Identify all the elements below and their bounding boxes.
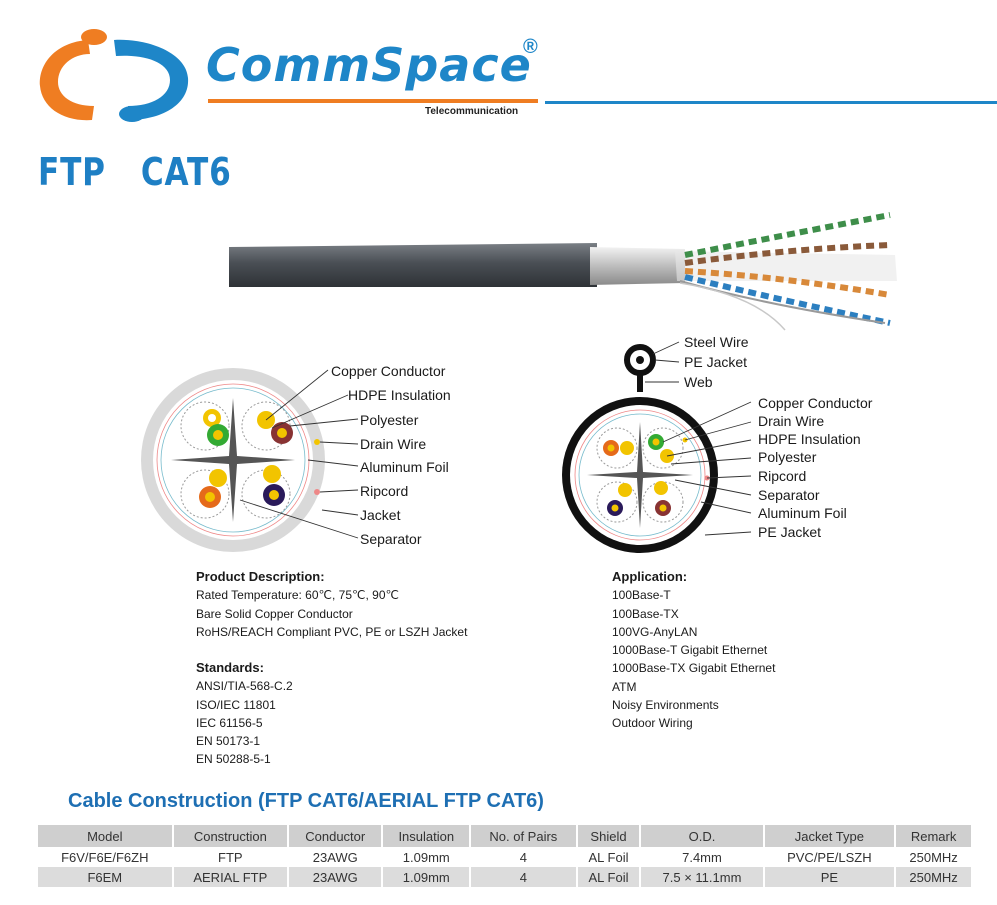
- application-line: 1000Base-TX Gigabit Ethernet: [612, 661, 776, 676]
- left-label-aluminum-foil: Aluminum Foil: [360, 459, 449, 475]
- right-label-drain-wire: Drain Wire: [758, 413, 825, 429]
- column-header: O.D.: [640, 825, 765, 847]
- left-label-jacket: Jacket: [360, 507, 401, 523]
- product-description-line: RoHS/REACH Compliant PVC, PE or LSZH Jac…: [196, 624, 468, 639]
- right-label-copper-conductor: Copper Conductor: [758, 395, 873, 411]
- right-label-ripcord: Ripcord: [758, 468, 807, 484]
- left-label-hdpe-insulation: HDPE Insulation: [348, 387, 451, 403]
- standards-line: ISO/IEC 11801: [196, 697, 276, 712]
- right-label-separator: Separator: [758, 487, 820, 503]
- left-label-ripcord: Ripcord: [360, 483, 409, 499]
- table-row: F6V/F6E/F6ZH FTP 23AWG 1.09mm 4 AL Foil …: [38, 847, 973, 867]
- header-orange-rule: [208, 99, 538, 103]
- application-line: 100Base-T: [612, 588, 671, 603]
- product-title: FTP CAT6: [38, 150, 232, 194]
- table-cell: 1.09mm: [382, 867, 472, 887]
- ftp-cross-section-diagram: [141, 368, 359, 552]
- left-label-separator: Separator: [360, 531, 422, 547]
- column-header: Model: [38, 825, 174, 847]
- right-label-aluminum-foil: Aluminum Foil: [758, 505, 847, 521]
- left-label-drain-wire: Drain Wire: [360, 436, 427, 452]
- right-label-steel-wire: Steel Wire: [684, 334, 749, 350]
- table-cell: 1.09mm: [382, 847, 472, 867]
- standards-heading: Standards:: [196, 660, 264, 675]
- table-cell: 7.4mm: [640, 847, 765, 867]
- right-label-pe-jacket-top: PE Jacket: [684, 354, 748, 370]
- product-description-line: Rated Temperature: 60℃, 75℃, 90℃: [196, 588, 399, 603]
- application-line: Outdoor Wiring: [612, 716, 693, 731]
- standards-section: Standards: ANSI/TIA-568-C.2 ISO/IEC 1180…: [196, 659, 293, 769]
- column-header: Construction: [172, 825, 290, 847]
- column-header: Remark: [895, 825, 973, 847]
- standards-line: EN 50173-1: [196, 734, 261, 749]
- table-cell: FTP: [172, 847, 290, 867]
- column-header: Conductor: [288, 825, 384, 847]
- header-blue-rule: [545, 101, 997, 104]
- standards-line: IEC 61156-5: [196, 715, 263, 730]
- column-header: Insulation: [382, 825, 472, 847]
- table-cell: 250MHz: [895, 867, 973, 887]
- table-cell: 23AWG: [288, 847, 384, 867]
- table-cell: 250MHz: [895, 847, 973, 867]
- column-header: No. of Pairs: [470, 825, 578, 847]
- brand-tagline: Telecommunication: [425, 106, 519, 117]
- table-cell: 4: [470, 847, 578, 867]
- application-heading: Application:: [612, 569, 688, 584]
- table-cell: 23AWG: [288, 867, 384, 887]
- table-cell: 7.5 × 11.1mm: [640, 867, 765, 887]
- registered-mark: ®: [523, 36, 538, 58]
- cable-illustration: [229, 212, 897, 331]
- product-description-heading: Product Description:: [196, 569, 325, 584]
- column-header: Jacket Type: [763, 825, 897, 847]
- application-line: 100Base-TX: [612, 606, 679, 621]
- cable-construction-title: Cable Construction (FTP CAT6/AERIAL FTP …: [68, 790, 544, 812]
- application-section: Application: 100Base-T 100Base-TX 100VG-…: [612, 568, 775, 733]
- application-line: 100VG-AnyLAN: [612, 624, 698, 639]
- table-cell: PE: [763, 867, 897, 887]
- table-cell: 4: [470, 867, 578, 887]
- table-cell: F6V/F6E/F6ZH: [38, 847, 174, 867]
- right-label-pe-jacket: PE Jacket: [758, 524, 822, 540]
- table-row: F6EM AERIAL FTP 23AWG 1.09mm 4 AL Foil 7…: [38, 867, 973, 887]
- table-header-row: Model Construction Conductor Insulation …: [38, 825, 973, 847]
- table-cell: PVC/PE/LSZH: [763, 847, 897, 867]
- right-label-polyester: Polyester: [758, 449, 817, 465]
- application-line: ATM: [612, 679, 637, 694]
- brand-name: CommSpace: [206, 38, 532, 92]
- right-label-web: Web: [684, 374, 713, 390]
- table-cell: AL Foil: [576, 867, 642, 887]
- table-cell: F6EM: [38, 867, 174, 887]
- right-label-hdpe-insulation: HDPE Insulation: [758, 431, 861, 447]
- product-description-line: Bare Solid Copper Conductor: [196, 606, 353, 621]
- table-cell: AERIAL FTP: [172, 867, 290, 887]
- aerial-ftp-cross-section-diagram: [562, 341, 752, 553]
- column-header: Shield: [576, 825, 642, 847]
- product-description-section: Product Description: Rated Temperature: …: [196, 568, 467, 641]
- standards-line: ANSI/TIA-568-C.2: [196, 679, 293, 694]
- table-cell: AL Foil: [576, 847, 642, 867]
- commspace-logo-icon: [39, 29, 189, 122]
- cable-construction-table: Model Construction Conductor Insulation …: [38, 825, 973, 887]
- left-label-copper-conductor: Copper Conductor: [331, 363, 446, 379]
- left-label-polyester: Polyester: [360, 412, 419, 428]
- application-line: Noisy Environments: [612, 698, 719, 713]
- standards-line: EN 50288-5-1: [196, 752, 271, 767]
- application-line: 1000Base-T Gigabit Ethernet: [612, 643, 768, 658]
